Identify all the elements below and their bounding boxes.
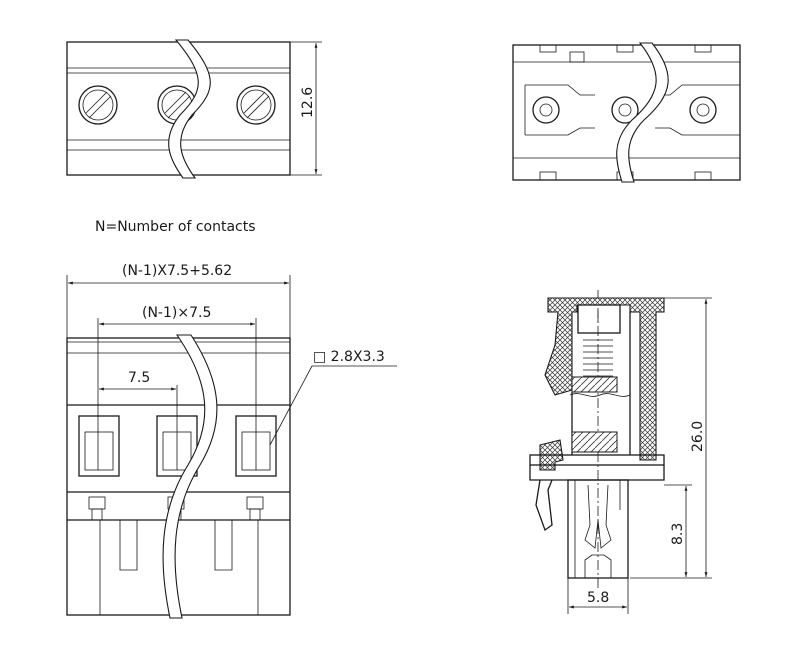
pitch-span-dimension: (N-1)×7.5 bbox=[142, 305, 211, 321]
screw-head bbox=[236, 85, 276, 125]
contacts-note: N=Number of contacts bbox=[95, 219, 256, 235]
pitch-dimension: 7.5 bbox=[128, 370, 150, 386]
pin-length-dimension: 8.3 bbox=[670, 523, 686, 545]
base-width-dimension: 5.8 bbox=[587, 590, 609, 606]
front-view: (N-1)X7.5+5.62 (N-1)×7.5 7.5 bbox=[66, 263, 397, 619]
height-dimension-label: 12.6 bbox=[300, 87, 316, 118]
side-section-view: 26.0 8.3 5.8 bbox=[529, 290, 712, 614]
top-view-left: 12.6 bbox=[66, 39, 322, 179]
break-line bbox=[162, 334, 218, 619]
overall-height-dimension: 26.0 bbox=[690, 421, 706, 452]
screw-head bbox=[78, 85, 118, 125]
break-line bbox=[168, 39, 211, 179]
pin-socket bbox=[235, 415, 277, 521]
top-view-right bbox=[512, 42, 741, 183]
break-line bbox=[616, 42, 669, 183]
overall-width-dimension: (N-1)X7.5+5.62 bbox=[122, 263, 232, 279]
pin-size-label: □ 2.8X3.3 bbox=[313, 349, 385, 365]
pin-socket bbox=[78, 415, 120, 521]
